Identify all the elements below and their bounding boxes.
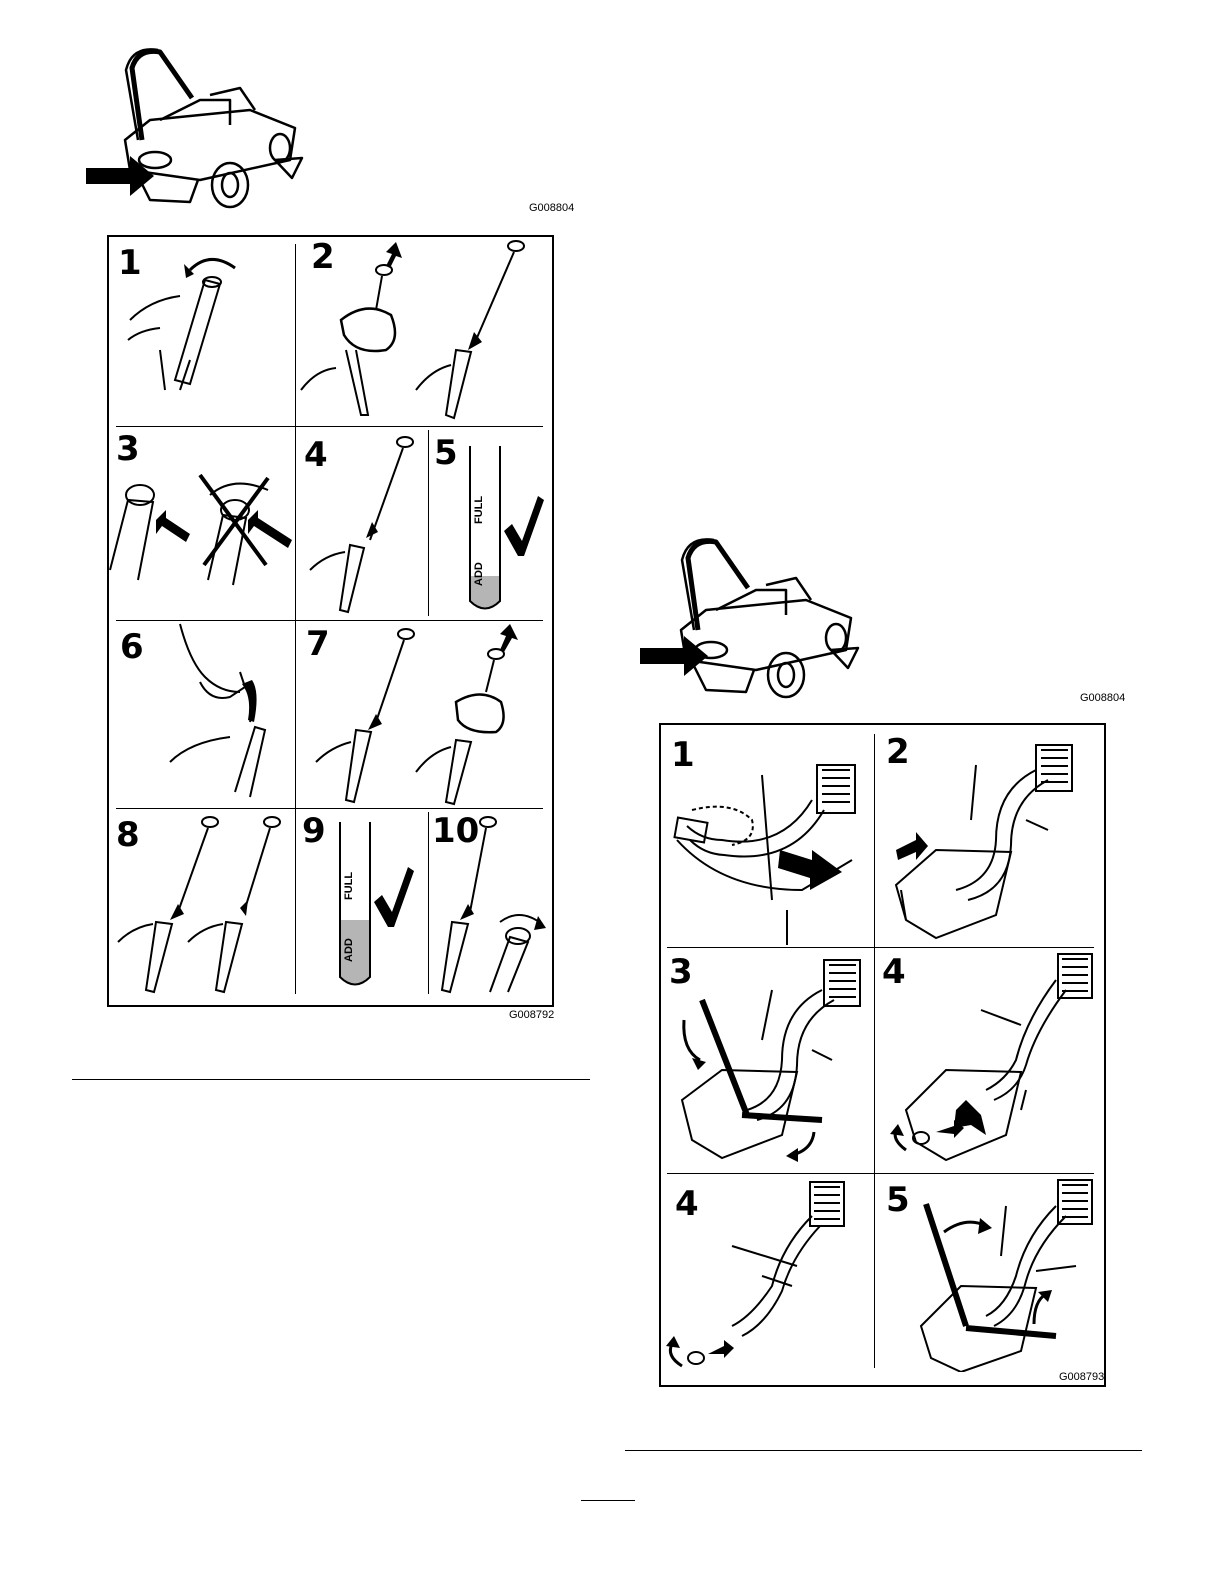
grid-divider: [116, 808, 543, 809]
drain-step1-pull-hose-illustration: [662, 740, 872, 945]
dipstick-add-mark: ADD: [473, 562, 485, 586]
grid-divider: [667, 947, 1094, 948]
step4-insert-dipstick-illustration: [300, 430, 425, 615]
drain-step5-tighten-fitting-illustration: [876, 1176, 1094, 1372]
page-footer-rule: [581, 1500, 635, 1501]
grid-divider: [116, 620, 543, 621]
drain-step2-place-pan-illustration: [876, 740, 1094, 945]
drain-step3-loosen-fitting-illustration: [662, 950, 872, 1170]
dipstick-full-mark: FULL: [343, 872, 355, 900]
step2-wipe-dipstick-illustration: [296, 240, 546, 425]
drain-step4-reinstall-cap-illustration: [662, 1176, 872, 1376]
dipstick-add-mark: ADD: [343, 938, 355, 962]
drain-step4-remove-cap-illustration: [876, 950, 1094, 1170]
dipstick-full-mark: FULL: [473, 496, 485, 524]
step-number: 3: [116, 432, 140, 466]
figure-code: G008804: [529, 202, 574, 214]
figure-code: G008793: [1059, 1371, 1104, 1383]
figure-code: G008804: [1080, 692, 1125, 704]
step3-cap-orientation-illustration: [108, 470, 294, 615]
section-divider: [625, 1450, 1142, 1451]
step5-dipstick-reading-low: ADD FULL: [430, 436, 545, 616]
step10-install-cap-illustration: [430, 812, 546, 997]
mower-illustration-left: [80, 40, 320, 220]
step9-dipstick-reading-full: ADD FULL: [300, 812, 425, 997]
step7-reinsert-and-wipe-illustration: [296, 622, 546, 807]
step6-add-oil-illustration: [160, 622, 294, 807]
grid-divider: [295, 808, 296, 994]
mower-illustration-right: [636, 530, 876, 710]
grid-divider: [116, 426, 543, 427]
grid-divider: [874, 734, 875, 1368]
grid-divider: [295, 426, 296, 620]
grid-divider: [667, 1173, 1094, 1174]
section-divider: [72, 1079, 590, 1080]
grid-divider: [428, 812, 429, 994]
step-number: 6: [120, 630, 144, 664]
step1-unscrew-cap-illustration: [120, 250, 290, 420]
grid-divider: [428, 430, 429, 616]
figure-code: G008792: [509, 1009, 554, 1021]
step8-check-level-illustration: [116, 812, 294, 997]
